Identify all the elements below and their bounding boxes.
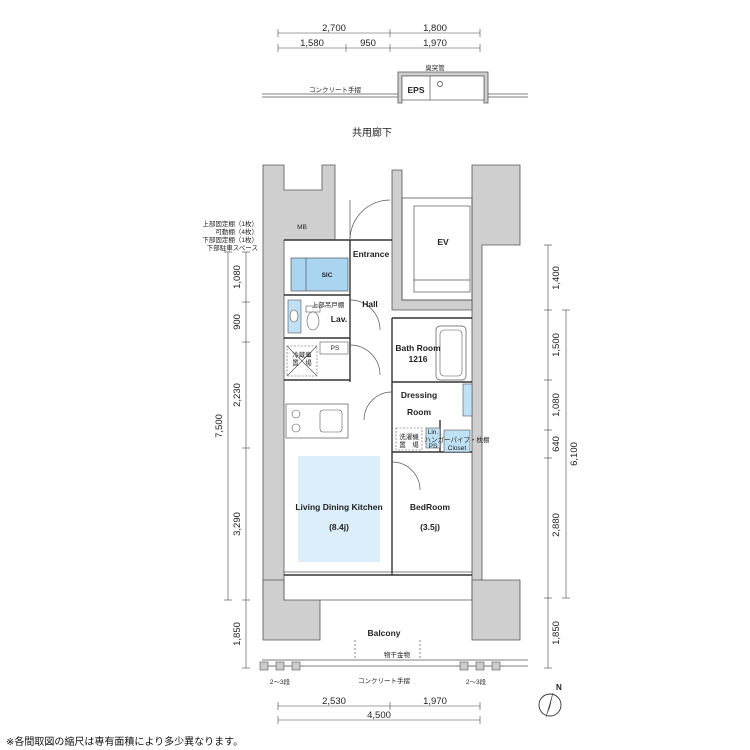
eps-label: EPS xyxy=(407,85,424,95)
room-labels: MB 上部固定棚（1枚） 可動棚（4枚） 下部固定棚（1枚） 下部駐車スペース … xyxy=(202,219,490,532)
eps-area: 臭突管 EPS コンクリート手摺 xyxy=(262,63,528,104)
balcony-label: Balcony xyxy=(367,628,400,638)
dim-right-3: 1,080 xyxy=(551,393,562,417)
storage-note-4: 下部駐車スペース xyxy=(207,243,258,252)
washer-label-2: 置 場 xyxy=(399,440,419,449)
bedroom-label: BedRoom xyxy=(410,502,451,512)
closet-note-label: ハンガーパイプ・枕棚 xyxy=(425,435,490,444)
scale-note: ※各間取図の縮尺は専有面積により多少異なります。 xyxy=(6,737,244,748)
dim-top-5: 1,970 xyxy=(423,38,447,49)
left-dimensions: 1,080 900 2,230 3,290 1,850 7,500 xyxy=(214,251,250,669)
balcony: Balcony 物干金物 コンクリート手摺 2～3段 2～3段 xyxy=(259,599,528,686)
dim-top-4: 950 xyxy=(360,38,376,49)
washer-label-1: 洗濯機 xyxy=(399,432,419,441)
fixtures xyxy=(285,205,473,562)
closet-label: Closet xyxy=(448,445,467,452)
lav-label: Lav. xyxy=(331,314,347,324)
drying-hardware-label: 物干金物 xyxy=(384,650,411,659)
dim-left-5: 1,850 xyxy=(232,622,243,646)
ps-label-1: PS xyxy=(331,345,340,352)
fridge-label-2: 置 場 xyxy=(292,358,312,367)
dim-left-2: 900 xyxy=(232,314,243,330)
dim-bottom-2: 1,970 xyxy=(423,696,447,707)
upper-cabinet-label: 上部吊戸棚 xyxy=(312,300,345,309)
sic-fill xyxy=(290,257,349,292)
bottom-dimensions: 2,530 1,970 4,500 xyxy=(277,696,481,724)
room-label: Room xyxy=(407,407,432,417)
rail-step-right-label: 2～3段 xyxy=(466,677,487,686)
dim-top-3: 1,580 xyxy=(300,38,324,49)
dim-right-1: 1,400 xyxy=(551,266,562,290)
dim-right-4: 640 xyxy=(551,436,562,452)
dim-right-6: 1,850 xyxy=(551,621,562,645)
storage-note-2: 可動棚（4枚） xyxy=(215,227,258,236)
storage-note-1: 上部固定棚（1枚） xyxy=(202,219,258,228)
lin-label: Lin. xyxy=(428,429,439,436)
dim-left-total: 7,500 xyxy=(214,414,225,438)
linen-box xyxy=(425,427,441,449)
walls xyxy=(262,164,521,641)
corridor-label: 共用廊下 xyxy=(352,126,392,139)
dim-right-5: 2,880 xyxy=(551,513,562,537)
dressing-label: Dressing xyxy=(401,390,437,400)
concrete-rail-bottom-label: コンクリート手摺 xyxy=(358,676,411,685)
dim-top-1: 2,700 xyxy=(322,23,346,34)
ldk-size-label: (8.4j) xyxy=(329,522,349,532)
top-dimensions: 2,700 1,800 1,580 950 1,970 xyxy=(277,23,481,52)
mb-label: MB xyxy=(297,224,307,231)
ps-label-2: PS xyxy=(429,443,438,450)
right-dimensions: 1,400 1,500 1,080 640 2,880 1,850 6,100 xyxy=(544,244,580,669)
north-arrow-icon: N xyxy=(538,683,562,718)
closet-box xyxy=(443,429,471,453)
dim-bottom-total: 4,500 xyxy=(367,710,391,721)
dim-right-total: 6,100 xyxy=(569,442,580,466)
dressing-counter xyxy=(462,383,473,417)
bath-size-label: 1216 xyxy=(409,354,428,364)
dim-bottom-1: 2,530 xyxy=(322,696,346,707)
doors xyxy=(284,199,472,573)
entrance-label: Entrance xyxy=(353,249,390,259)
exhaust-pipe-label: 臭突管 xyxy=(425,63,445,72)
concrete-rail-top-label: コンクリート手摺 xyxy=(309,85,362,94)
ev-label: EV xyxy=(437,237,449,247)
fridge-label-1: 冷蔵庫 xyxy=(292,350,312,359)
ldk-label: Living Dining Kitchen xyxy=(295,502,382,512)
ldk-highlight xyxy=(298,456,380,562)
bath-room-label: Bath Room xyxy=(395,343,441,353)
dim-right-2: 1,500 xyxy=(551,333,562,357)
rail-step-left-label: 2～3段 xyxy=(270,677,291,686)
dim-left-4: 3,290 xyxy=(232,512,243,536)
dim-left-3: 2,230 xyxy=(232,383,243,407)
dim-left-1: 1,080 xyxy=(232,265,243,289)
hall-label: Hall xyxy=(362,299,378,309)
sic-label: SIC xyxy=(322,272,333,279)
storage-note-3: 下部固定棚（1枚） xyxy=(202,235,258,244)
north-label: N xyxy=(556,683,562,692)
bedroom-size-label: (3.5j) xyxy=(420,522,440,532)
dim-top-2: 1,800 xyxy=(423,23,447,34)
